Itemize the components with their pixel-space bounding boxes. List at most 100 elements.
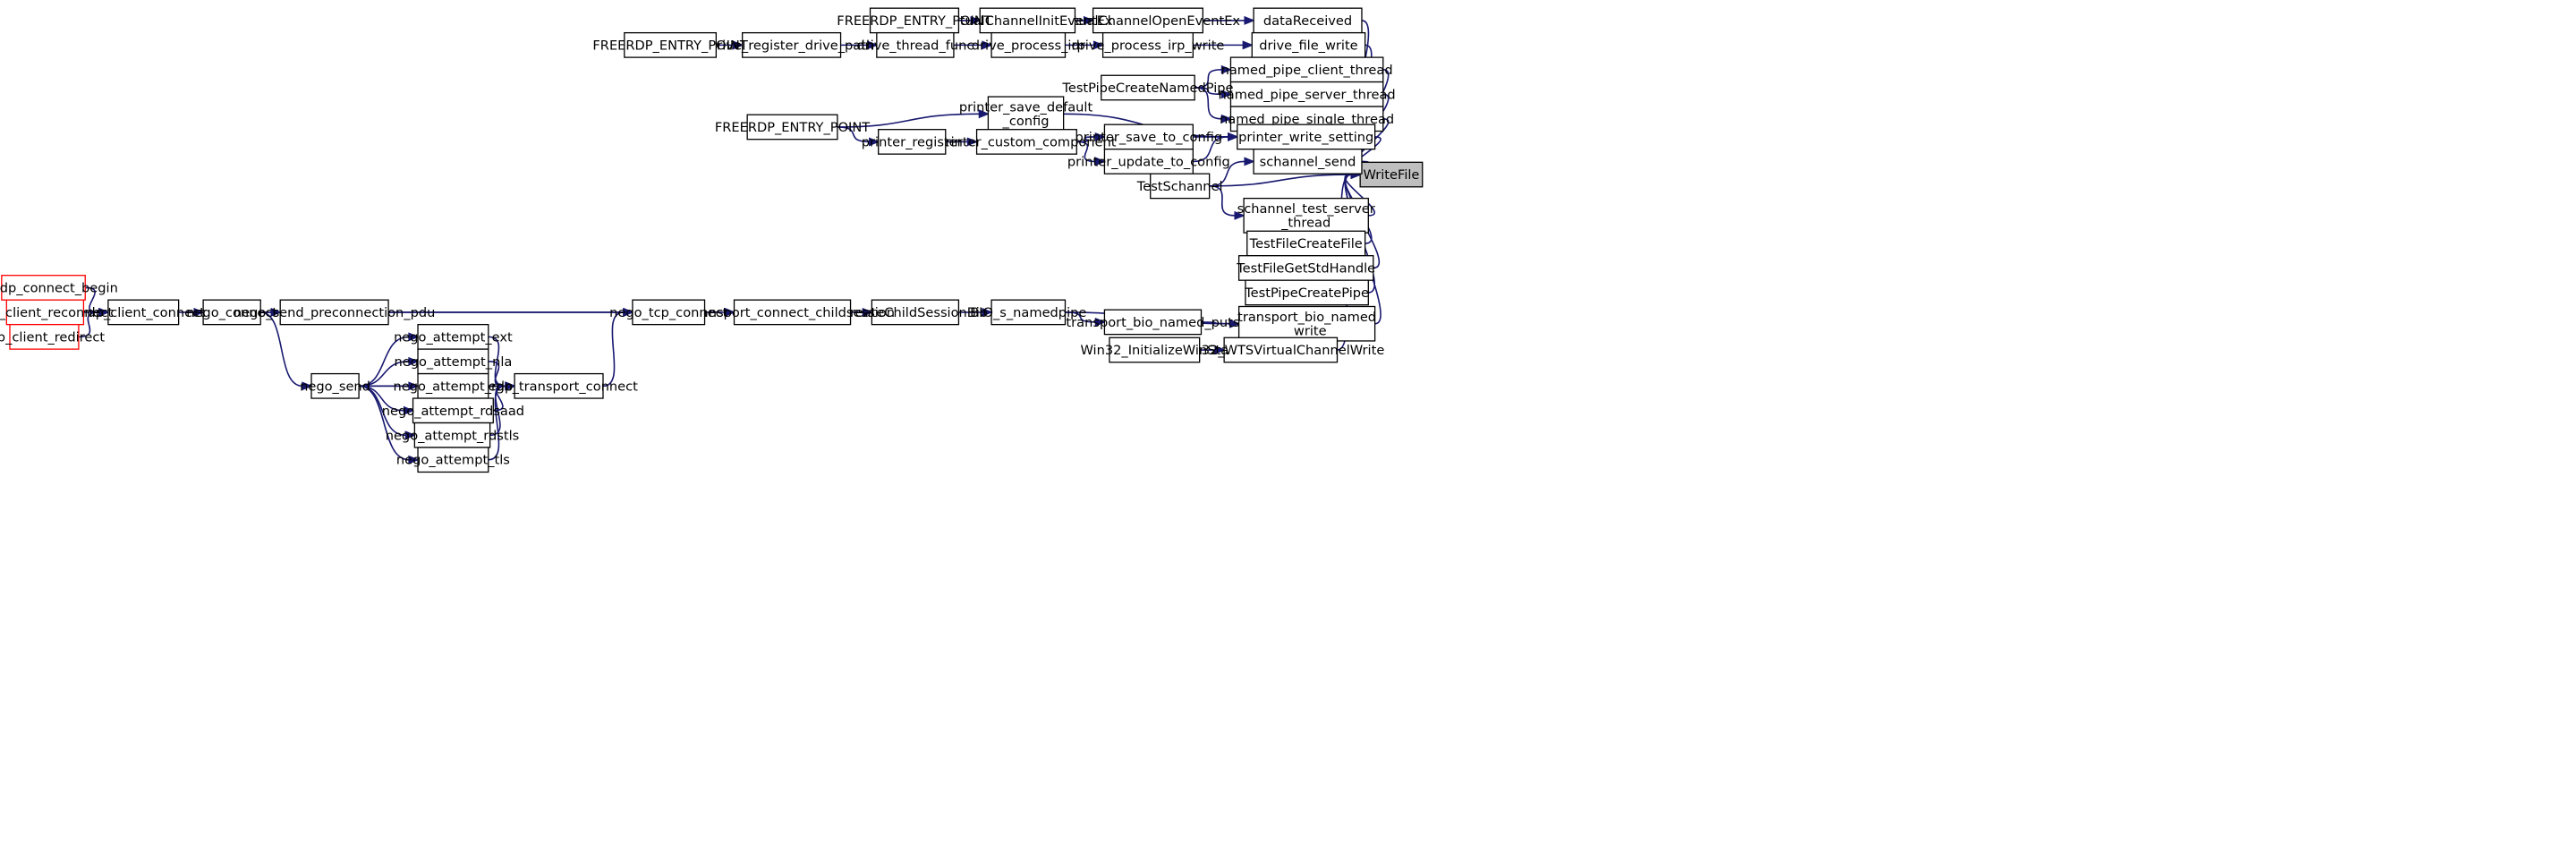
node-printer-update-to-config[interactable]: printer_update_to_config xyxy=(1067,149,1230,175)
node-label: drive_process_irp_write xyxy=(1072,38,1225,53)
call-edge-nego_attempt_tls-to-nego_transport_connect xyxy=(488,381,516,461)
node-nego-attempt-rdstls[interactable]: nego_attempt_rdstls xyxy=(386,422,520,448)
node-label: freerdp_connect_begin xyxy=(0,280,118,295)
node-label: printer_write_setting xyxy=(1238,130,1373,145)
node-freerdp-entry-point-3[interactable]: FREERDP_ENTRY_POINT xyxy=(715,114,870,141)
node-label: TestPipeCreatePipe xyxy=(1244,285,1369,301)
node-freerdp-entry-point-2[interactable]: FREERDP_ENTRY_POINT xyxy=(592,31,748,58)
node-label: nego_send_preconnection_pdu xyxy=(234,305,436,320)
node-label: Win32_InitializeWinSta xyxy=(1080,343,1228,358)
node-rdp-client-redirect[interactable]: rdp_client_redirect xyxy=(0,323,105,350)
node-label: TestPipeCreateNamedPipe xyxy=(1061,81,1233,96)
node-testfilegetstdhandle[interactable]: TestFileGetStdHandle xyxy=(1236,255,1375,281)
node-nego-attempt-rdsaad[interactable]: nego_attempt_rdsaad xyxy=(382,397,524,424)
call-edge-nego_connect-to-nego_send_preconnection_pdu xyxy=(260,307,282,317)
node-schannel-test-server-thread[interactable]: schannel_test_server_thread xyxy=(1237,197,1375,234)
call-edge-drive_process_irp_write-to-drive_file_write xyxy=(1193,40,1254,50)
node-nego-send[interactable]: nego_send xyxy=(300,372,370,399)
node-nego-connect[interactable]: nego_connect xyxy=(186,299,277,326)
node-label: FREERDP_ENTRY_POINT xyxy=(592,38,747,53)
node-transport-bio-named-write[interactable]: transport_bio_named_write xyxy=(1237,305,1376,342)
node-testschannel[interactable]: TestSchannel xyxy=(1136,173,1223,200)
node-testpipecreatepipe[interactable]: TestPipeCreatePipe xyxy=(1244,279,1369,306)
node-drive-thread-func[interactable]: drive_thread_func xyxy=(856,31,973,58)
call-edge-win32_initializewinsta-to-win32_wtsvirtualchannelwrite xyxy=(1199,345,1226,354)
node-layer: WriteFiledataReceivedVirtualChannelOpenE… xyxy=(0,7,1424,473)
node-writefile[interactable]: WriteFile xyxy=(1359,161,1424,188)
call-edge-rdp_client_redirect-to-rdp_client_connect xyxy=(78,307,110,338)
call-edge-nego_transport_connect-to-nego_tcp_connect xyxy=(602,307,634,388)
call-edge-printer_custom_component-to-printer_update_to_config xyxy=(1076,141,1107,166)
node-label: nego_attempt_rdp xyxy=(393,379,513,394)
node-bio-s-namedpipe[interactable]: BIO_s_namedpipe xyxy=(970,299,1086,326)
node-label: transport_bio_named xyxy=(1237,310,1376,325)
node-label: printer_register xyxy=(862,134,963,149)
node-freerdp-connect-begin[interactable]: freerdp_connect_begin xyxy=(0,275,118,301)
node-label: named_pipe_client_thread xyxy=(1221,63,1393,78)
node-nego-attempt-rdp[interactable]: nego_attempt_rdp xyxy=(393,372,513,399)
node-nego-attempt-nla[interactable]: nego_attempt_nla xyxy=(394,348,512,375)
node-nego-tcp-connect[interactable]: nego_tcp_connect xyxy=(609,299,728,326)
node-named-pipe-client-thread[interactable]: named_pipe_client_thread xyxy=(1221,56,1393,83)
call-edge-nego_connect-to-nego_send xyxy=(260,311,313,391)
node-testpipecreatenamedpipe[interactable]: TestPipeCreateNamedPipe xyxy=(1061,74,1234,101)
node-printer-custom-component[interactable]: printer_custom_component xyxy=(937,129,1117,155)
call-edge-nego_tcp_connect-to-transport_connect_childsession xyxy=(704,307,736,317)
node-rdp-client-reconnect[interactable]: rdp_client_reconnect xyxy=(0,299,114,326)
node-label: schannel_send xyxy=(1260,154,1356,169)
node-win32-initializewinsta[interactable]: Win32_InitializeWinSta xyxy=(1080,337,1228,363)
node-drive-process-irp-write[interactable]: drive_process_irp_write xyxy=(1072,31,1225,58)
call-edge-createchildsessionbio-to-bio_s_namedpipe xyxy=(958,307,993,317)
call-edge-printer_register-to-printer_custom_component xyxy=(945,137,979,147)
node-label: nego_attempt_nla xyxy=(394,354,512,370)
call-edge-rdp_client_connect-to-nego_connect xyxy=(178,307,205,317)
call-edge-testschannel-to-schannel_test_server_thread xyxy=(1209,185,1245,220)
node-transport-connect-childsession[interactable]: transport_connect_childsession xyxy=(690,299,895,326)
node-named-pipe-server-thread[interactable]: named_pipe_server_thread xyxy=(1219,81,1396,107)
node-label: nego_attempt_rdstls xyxy=(386,428,520,443)
node-label: schannel_test_server xyxy=(1237,201,1375,217)
node-drive-register-drive-path[interactable]: drive_register_drive_path xyxy=(709,31,874,58)
node-label: nego_attempt_tls xyxy=(396,453,510,468)
node-printer-register[interactable]: printer_register xyxy=(862,129,963,155)
node-nego-transport-connect[interactable]: nego_transport_connect xyxy=(480,372,638,399)
node-label: nego_tcp_connect xyxy=(609,305,727,320)
node-label: printer_save_default xyxy=(959,100,1093,115)
node-win32-wtsvirtualchannelwrite[interactable]: Win32_WTSVirtualChannelWrite xyxy=(1177,337,1384,363)
call-edge-drive_process_irp-to-drive_process_irp_write xyxy=(1065,40,1105,50)
node-schannel-send[interactable]: schannel_send xyxy=(1253,149,1363,175)
node-nego-send-preconnection-pdu[interactable]: nego_send_preconnection_pdu xyxy=(234,299,436,326)
call-edge-freerdp_entry_point_3-to-printer_register xyxy=(837,126,880,147)
node-label: WriteFile xyxy=(1363,167,1419,183)
call-edge-virtualchanneliniteventex-to-virtualchannelopeneventex xyxy=(1074,15,1095,25)
node-label: transport_connect_childsession xyxy=(690,305,895,320)
node-label: TestSchannel xyxy=(1136,179,1223,194)
node-virtualchanneliniteventex[interactable]: VirtualChannelInitEventEx xyxy=(942,7,1113,34)
call-edge-testpipecreatenamedpipe-to-named_pipe_single_thread xyxy=(1194,87,1233,124)
node-transport-bio-named-puts[interactable]: transport_bio_named_puts xyxy=(1066,309,1239,336)
call-edge-freerdp_entry_point_3-to-printer_save_default_config xyxy=(837,109,990,128)
call-edge-bio_s_namedpipe-to-transport_bio_named_puts xyxy=(1065,311,1107,327)
node-label: nego_transport_connect xyxy=(480,379,638,394)
node-nego-attempt-ext[interactable]: nego_attempt_ext xyxy=(394,323,513,350)
node-label: nego_send xyxy=(300,379,370,394)
node-label: FREERDP_ENTRY_POINT xyxy=(715,120,870,135)
node-label: named_pipe_server_thread xyxy=(1219,87,1396,102)
node-drive-process-irp[interactable]: drive_process_irp xyxy=(972,31,1085,58)
node-label: printer_custom_component xyxy=(937,134,1116,149)
node-label: _thread xyxy=(1280,216,1331,231)
node-drive-file-write[interactable]: drive_file_write xyxy=(1251,31,1366,58)
node-rdp-client-connect[interactable]: rdp_client_connect xyxy=(82,299,205,326)
node-nego-attempt-tls[interactable]: nego_attempt_tls xyxy=(396,447,510,473)
node-createchildsessionbio[interactable]: createChildSessionBio xyxy=(843,299,988,326)
call-edge-freerdp_entry_point_2-to-drive_register_drive_path xyxy=(716,40,744,50)
node-label: TestFileCreateFile xyxy=(1249,236,1363,251)
node-label: transport_bio_named_puts xyxy=(1066,315,1239,330)
node-datareceived[interactable]: dataReceived xyxy=(1253,7,1363,34)
node-label: named_pipe_single_thread xyxy=(1220,112,1394,127)
node-testfilecreatefile[interactable]: TestFileCreateFile xyxy=(1246,230,1366,257)
node-printer-write-setting[interactable]: printer_write_setting xyxy=(1237,124,1376,150)
node-freerdp-entry-point-1[interactable]: FREERDP_ENTRY_POINT xyxy=(837,7,992,34)
node-printer-save-default-config[interactable]: printer_save_default_config xyxy=(959,96,1093,132)
